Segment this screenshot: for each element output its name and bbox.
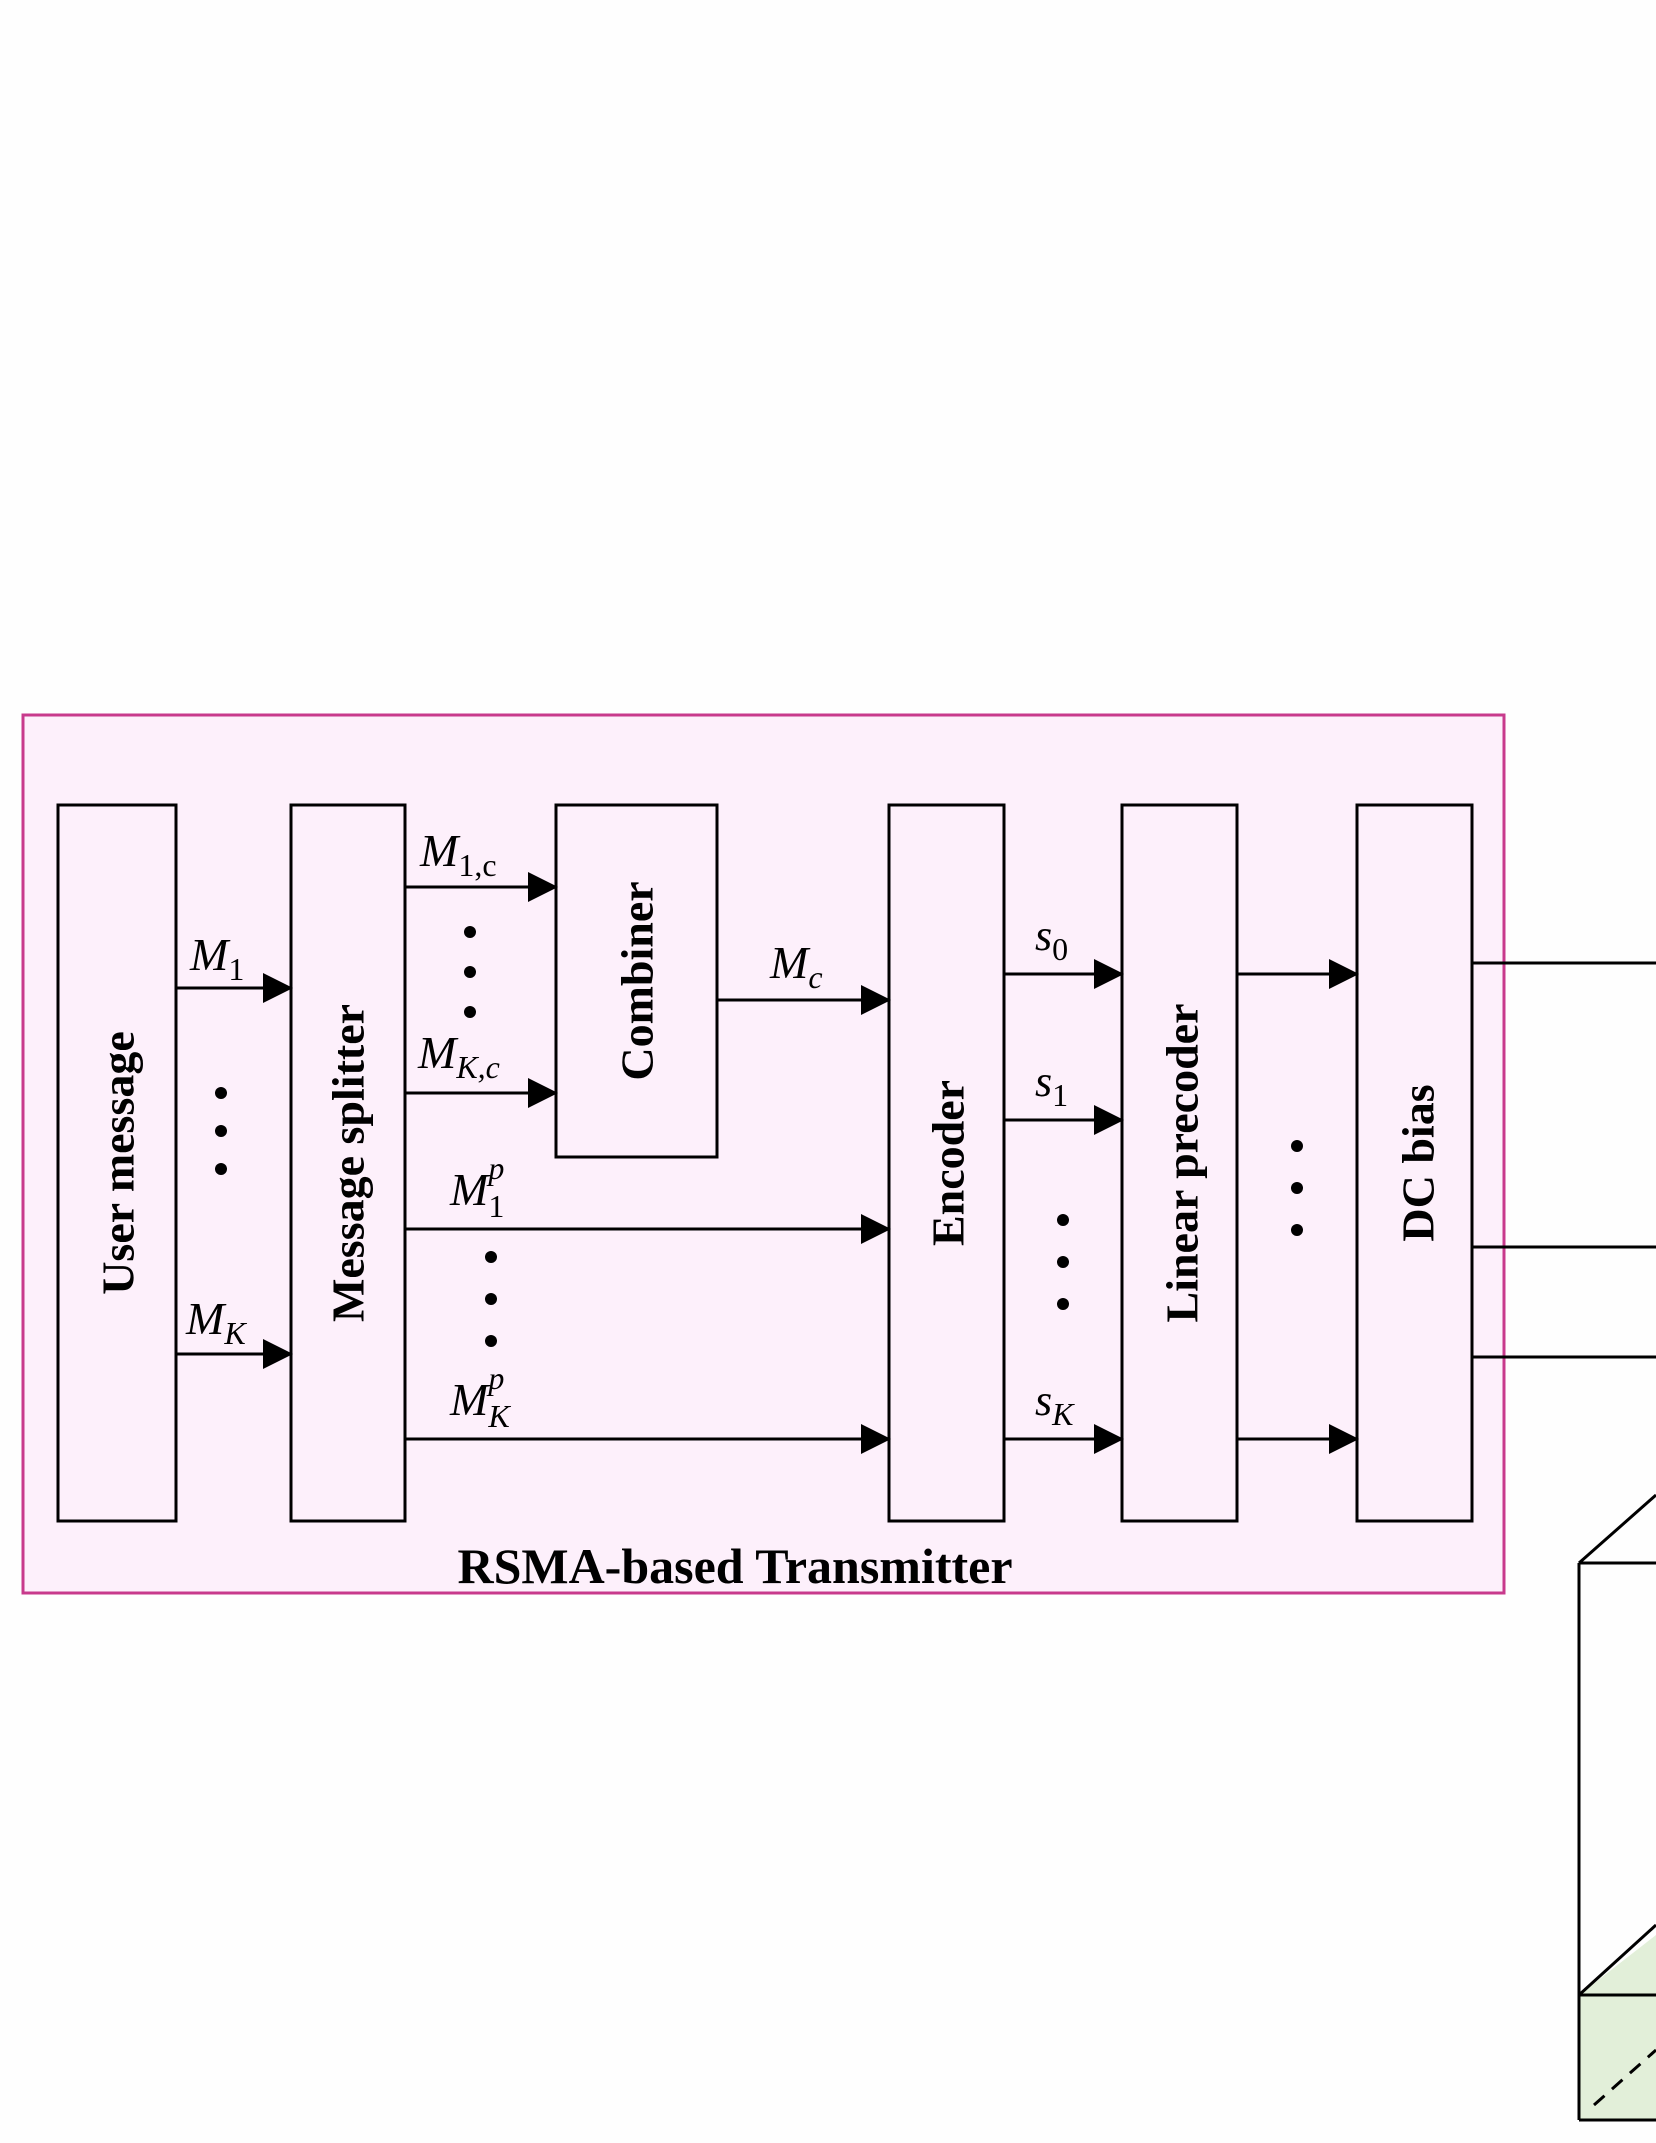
label-mk: MK	[185, 1293, 247, 1351]
dc-bias-label: DC bias	[1393, 1084, 1444, 1241]
ellipsis-private-parts	[485, 1251, 497, 1347]
label-s1: s1	[1035, 1057, 1068, 1113]
label-mkc: MK,c	[417, 1027, 500, 1085]
encoder-label: Encoder	[923, 1080, 974, 1246]
transmitter-title: RSMA-based Transmitter	[457, 1538, 1012, 1594]
encoder-block	[887, 803, 1006, 1523]
label-s0: s0	[1035, 911, 1068, 967]
ellipsis-common-parts	[464, 926, 476, 1018]
ellipsis-user-messages	[215, 1087, 227, 1175]
label-m1: M1	[189, 929, 244, 987]
linear-precoder-label: Linear precoder	[1157, 1004, 1208, 1323]
room-box-partial	[1577, 1493, 1656, 2122]
combiner-label: Combiner	[612, 881, 663, 1080]
room-box-floor	[1579, 1935, 1656, 2120]
user-message-block	[56, 803, 178, 1523]
ellipsis-precoded-signals	[1291, 1140, 1303, 1236]
user-message-label: User message	[93, 1031, 144, 1295]
combiner-block	[554, 803, 719, 1159]
message-splitter-block	[289, 803, 407, 1523]
transmitter-container	[21, 713, 1506, 1595]
label-m1c: M1,c	[419, 825, 497, 883]
linear-precoder-block	[1120, 803, 1239, 1523]
label-mc: Mc	[769, 937, 823, 995]
label-sk: sK	[1035, 1376, 1075, 1432]
ellipsis-streams	[1057, 1214, 1069, 1310]
message-splitter-label: Message splitter	[323, 1004, 374, 1322]
dc-bias-block	[1355, 803, 1474, 1523]
